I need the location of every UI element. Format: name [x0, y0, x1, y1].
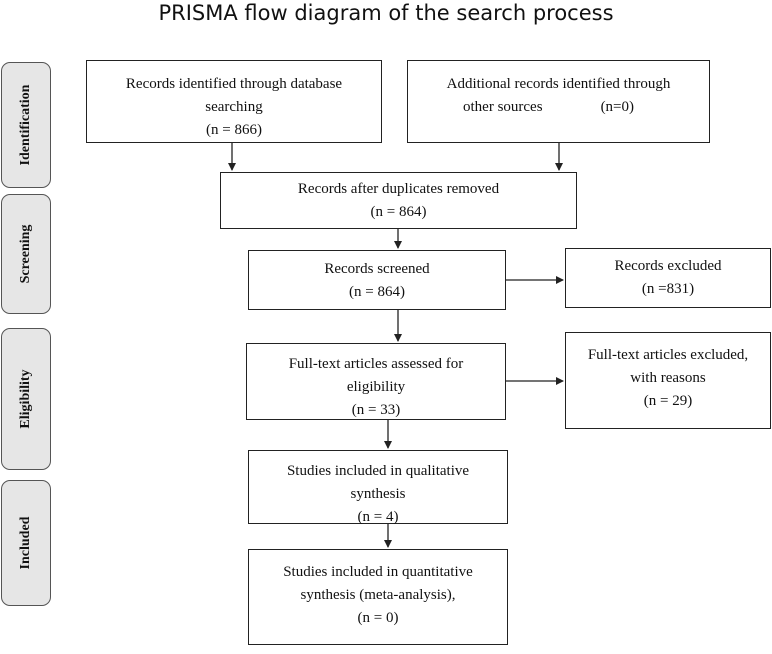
- box-line: (n = 864): [349, 284, 405, 300]
- box-records-excluded: Records excluded (n =831): [565, 248, 771, 308]
- box-line: Full-text articles excluded,: [587, 347, 749, 363]
- box-line: Additional records identified through: [446, 76, 671, 92]
- phase-identification: Identification: [1, 62, 51, 188]
- box-additional-records: Additional records identified through ot…: [407, 60, 710, 143]
- box-line: Records excluded: [614, 258, 722, 274]
- box-line: Studies included in quantitative: [283, 564, 473, 580]
- box-line-count: (n=0): [600, 99, 635, 115]
- box-records-after-duplicates: Records after duplicates removed (n = 86…: [220, 172, 577, 229]
- box-line-text: other sources: [463, 99, 543, 115]
- box-line: other sources (n=0): [408, 96, 709, 119]
- box-line: synthesis: [350, 486, 406, 502]
- box-line: Records identified through database: [125, 76, 343, 92]
- box-line: (n = 866): [206, 122, 262, 138]
- diagram-title: PRISMA flow diagram of the search proces…: [158, 1, 614, 25]
- box-line: searching: [205, 99, 263, 115]
- box-fulltext-assessed: Full-text articles assessed for eligibil…: [246, 343, 506, 420]
- box-line: (n = 4): [357, 509, 399, 525]
- box-line: Records screened: [324, 261, 430, 277]
- box-records-identified-database: Records identified through database sear…: [86, 60, 382, 143]
- box-line: (n =831): [641, 281, 695, 297]
- phase-screening: Screening: [1, 194, 51, 314]
- box-line: Full-text articles assessed for: [288, 356, 464, 372]
- box-line: (n = 864): [370, 204, 427, 220]
- phase-included: Included: [1, 480, 51, 606]
- phase-eligibility: Eligibility: [1, 328, 51, 470]
- box-line: (n = 29): [643, 393, 693, 409]
- box-studies-qualitative: Studies included in qualitative synthesi…: [248, 450, 508, 525]
- box-fulltext-excluded: Full-text articles excluded, with reason…: [565, 332, 771, 429]
- box-line: synthesis (meta-analysis),: [300, 587, 456, 603]
- box-studies-quantitative: Studies included in quantitative synthes…: [248, 549, 508, 645]
- box-line: (n = 33): [351, 402, 401, 418]
- box-line: Records after duplicates removed: [297, 181, 500, 197]
- box-line: with reasons: [630, 370, 706, 386]
- box-line: eligibility: [346, 379, 406, 395]
- box-records-screened: Records screened (n = 864): [248, 250, 506, 310]
- box-line: Studies included in qualitative: [286, 463, 470, 479]
- box-line: (n = 0): [357, 610, 399, 626]
